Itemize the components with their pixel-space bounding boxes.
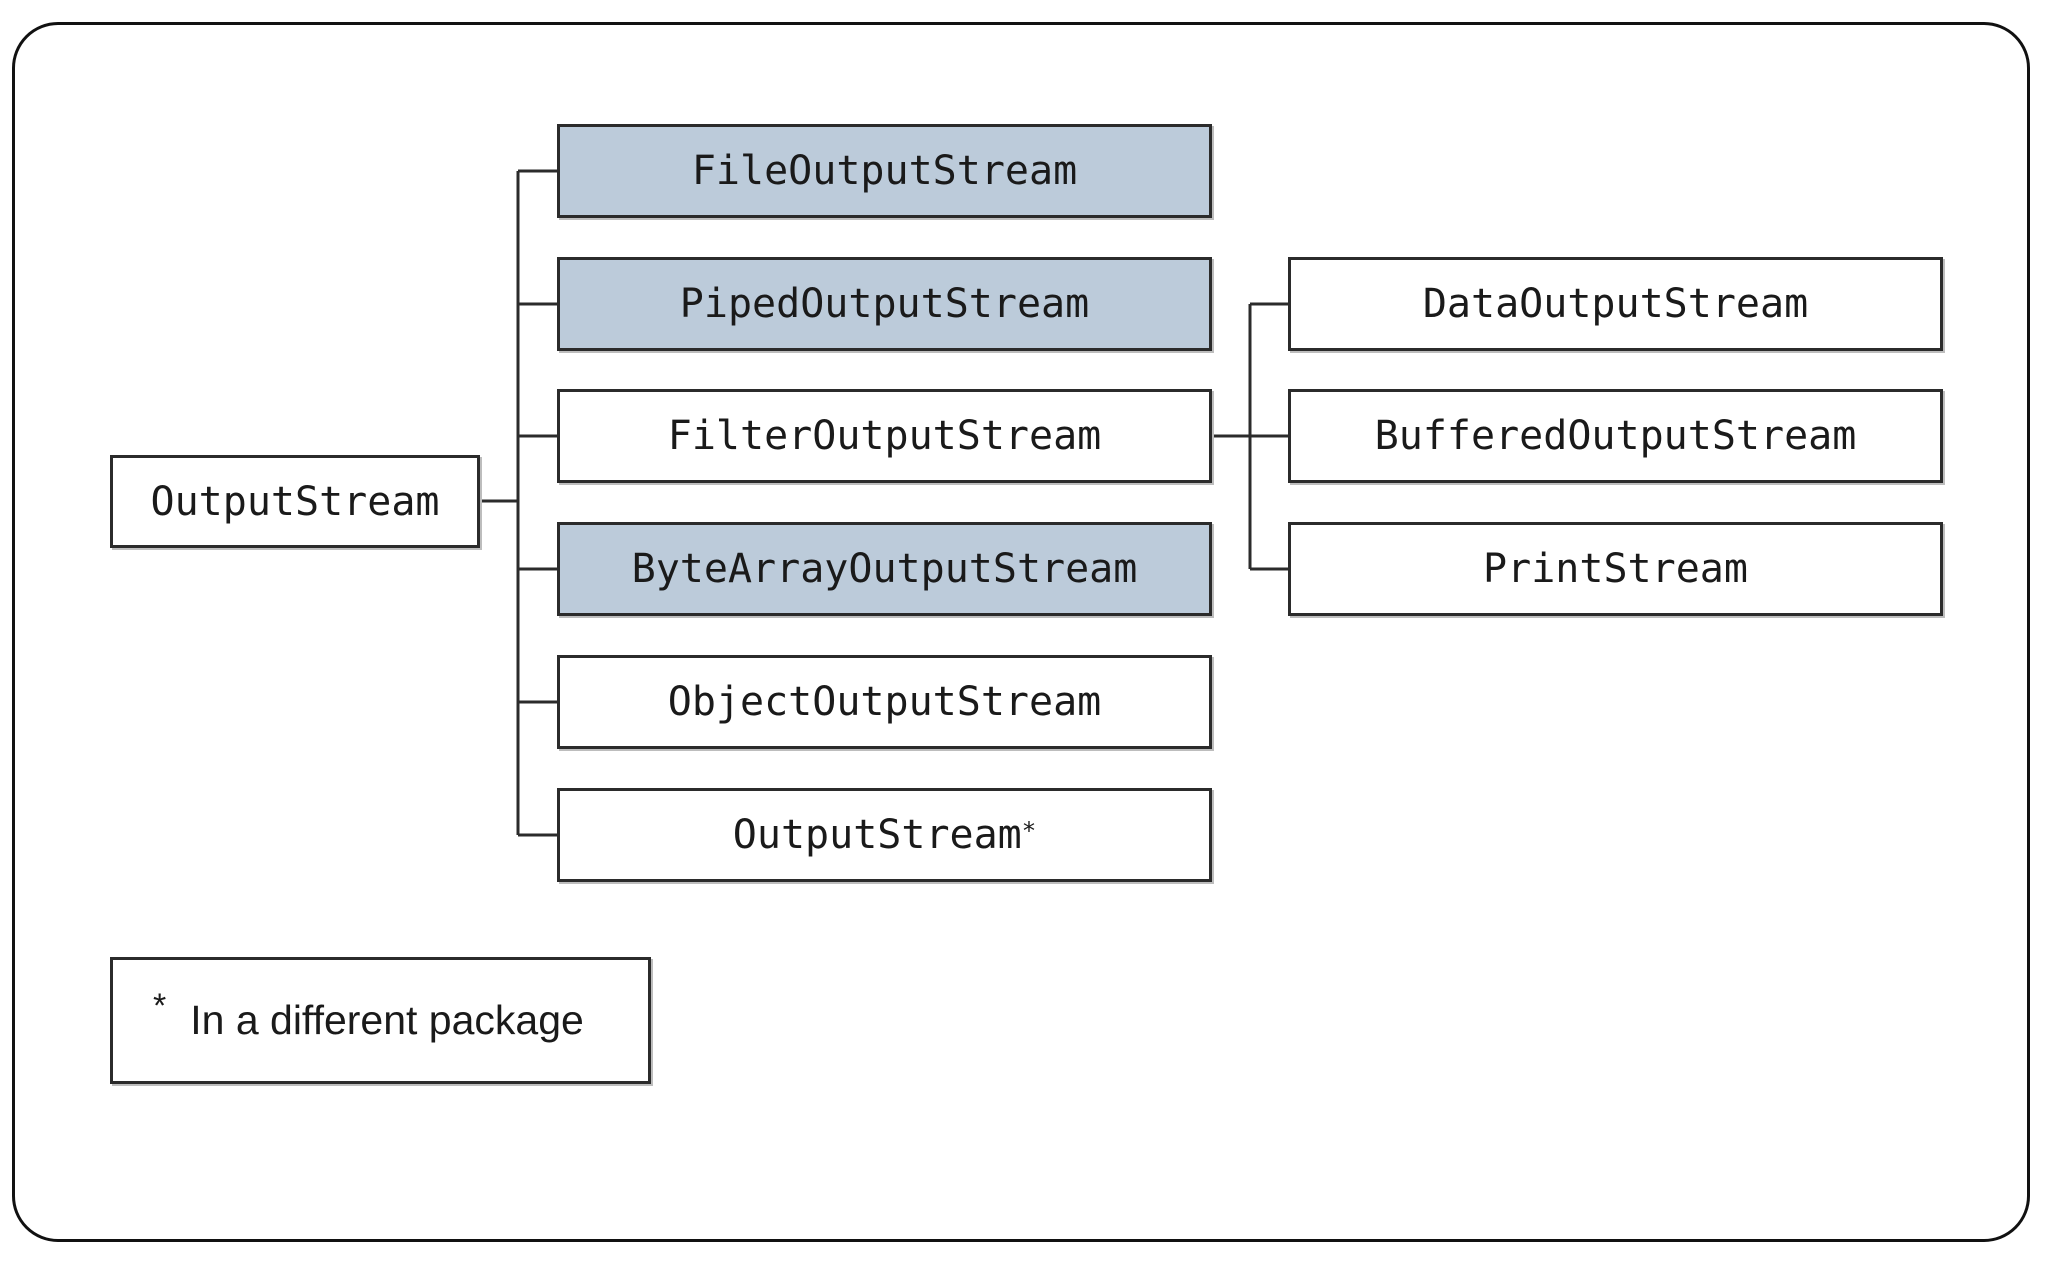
node-filteroutputstream: FilterOutputStream <box>557 389 1212 483</box>
legend-asterisk: * <box>153 987 167 1025</box>
node-dataoutputstream: DataOutputStream <box>1288 257 1943 351</box>
node-objectoutputstream: ObjectOutputStream <box>557 655 1212 749</box>
node-label: PrintStream <box>1483 546 1748 592</box>
node-printstream: PrintStream <box>1288 522 1943 616</box>
diagram-frame <box>12 22 2030 1242</box>
node-label: ByteArrayOutputStream <box>631 546 1138 592</box>
node-fileoutputstream: FileOutputStream <box>557 124 1212 218</box>
node-label: OutputStream <box>150 478 440 525</box>
node-outputstream-root: OutputStream <box>110 455 480 548</box>
node-outputstream-other-package: OutputStream* <box>557 788 1212 882</box>
node-label: PipedOutputStream <box>679 281 1090 327</box>
node-label: OutputStream <box>732 812 1022 858</box>
legend-box: * In a different package <box>110 957 651 1084</box>
node-label: BufferedOutputStream <box>1374 413 1857 459</box>
node-label: DataOutputStream <box>1422 281 1809 327</box>
node-label: FileOutputStream <box>691 148 1078 194</box>
legend-text: In a different package <box>190 997 584 1043</box>
node-bytearrayoutputstream: ByteArrayOutputStream <box>557 522 1212 616</box>
node-label: FilterOutputStream <box>667 413 1102 459</box>
node-pipedoutputstream: PipedOutputStream <box>557 257 1212 351</box>
node-label: ObjectOutputStream <box>667 679 1102 725</box>
asterisk-marker: * <box>1021 817 1037 845</box>
node-bufferedoutputstream: BufferedOutputStream <box>1288 389 1943 483</box>
